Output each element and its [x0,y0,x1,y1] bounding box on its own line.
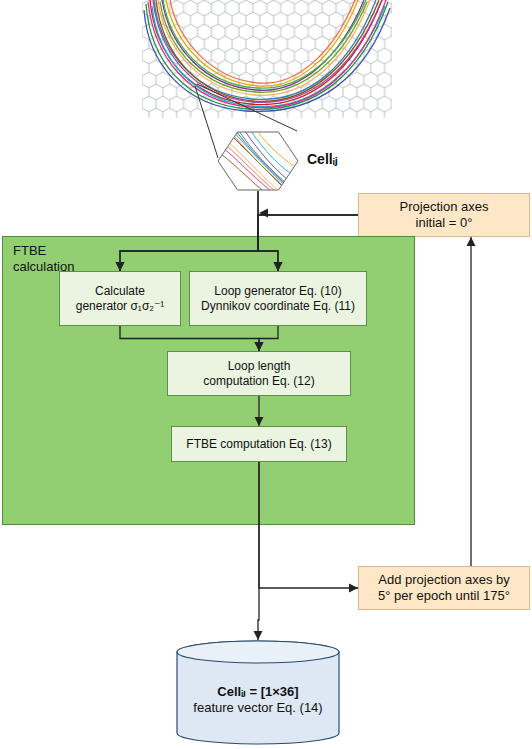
process-box: Calculate generator σ₁σ₂⁻¹ [59,271,181,326]
drawing-part [146,2,388,109]
cell-label: Cellᵢⱼ [307,151,338,167]
drawing-part [251,131,299,179]
box-text: Loop length computation Eq. (12) [199,359,319,388]
arrowhead [349,584,358,593]
zoom-leader [195,86,218,158]
box-text: Loop generator Eq. (10) Dynnikov coordin… [195,284,361,313]
drawing-part [245,131,299,189]
box-text: Calculate generator σ₁σ₂⁻¹ [74,284,166,313]
drawing-part [153,0,381,102]
group-heading: FTBE calculation [13,243,93,274]
drawing-part [257,131,299,169]
connector [467,237,476,566]
drawing-part [217,151,263,191]
drawing-part [144,8,390,111]
drawing-part [163,0,366,88]
setting-box: Projection axes initial = 0° [358,193,530,237]
drawing-part [219,139,275,191]
image-ground [142,0,392,118]
hexagon-outline [217,131,299,191]
drawing-part [148,0,386,108]
process-box: Loop generator Eq. (10) Dynnikov coordin… [189,271,367,326]
hexagon-cell: Cellᵢⱼ [217,131,299,191]
box-text: Add projection axes by 5° per epoch unti… [374,572,514,603]
arrowhead [467,237,476,246]
update-box: Add projection axes by 5° per epoch unti… [358,566,530,610]
connector-line [470,237,471,566]
feature-title: Cellᵢⱼ = [1×36] [217,684,298,700]
drawing-part [166,0,358,86]
drawing-part [156,0,379,101]
drawing-part [162,0,364,90]
drawing-part [177,641,339,663]
drawing-part [217,131,299,191]
database-cylinder: Cellᵢⱼ = [1×36]feature vector Eq. (14) [176,640,340,745]
fiber-bundle [144,0,390,111]
arrowhead [254,631,263,640]
process-box: FTBE computation Eq. (13) [171,426,347,462]
drawing-part [160,2,367,92]
hex-grid [142,0,392,118]
drawing-part [170,0,355,83]
drawing-part [230,131,289,191]
cylinder-text: Cellᵢⱼ = [1×36]feature vector Eq. (14) [176,640,340,745]
feature-text: feature vector Eq. (14) [193,700,322,716]
drawing-part [218,132,298,190]
process-box: Loop length computation Eq. (12) [167,351,351,396]
junction-arrowhead [259,209,268,218]
trajectory-image [142,0,392,118]
group-box: FTBE calculationCalculate generator σ₁σ₂… [2,236,415,525]
drawing-part [154,0,376,99]
box-text: FTBE computation Eq. (13) [186,437,331,451]
drawing-part [177,641,339,744]
box-text: Projection axes initial = 0° [392,199,497,230]
zoom-leader [197,84,297,131]
